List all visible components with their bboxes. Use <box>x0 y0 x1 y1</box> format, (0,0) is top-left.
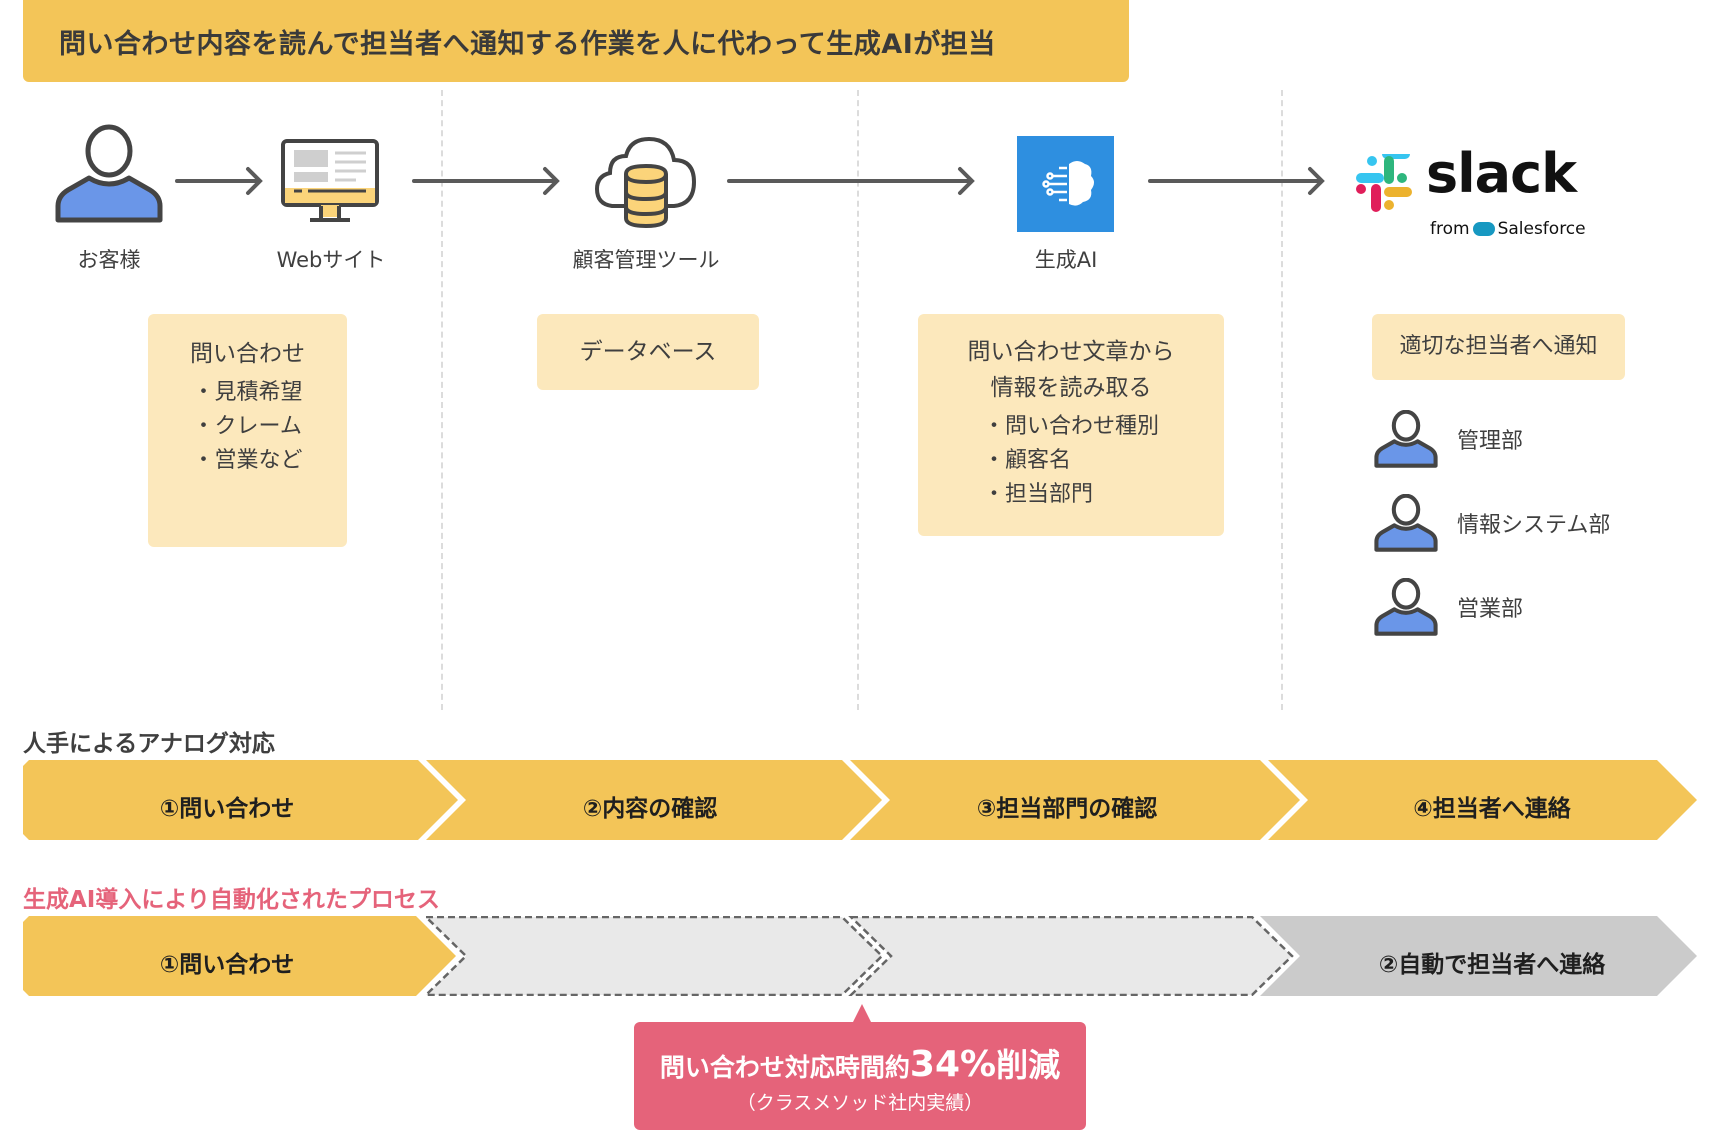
monitor-icon <box>281 139 379 222</box>
time-reduction-callout: 問い合わせ対応時間約34%削減 （クラスメソッド社内実績） <box>634 1022 1086 1130</box>
note-inquiry: 問い合わせ 見積希望 クレーム 営業など <box>148 314 347 547</box>
note-item: 担当部門 <box>983 478 1159 512</box>
department-item: 管理部 <box>1373 410 1523 468</box>
auto-step-label: ①問い合わせ <box>159 952 295 978</box>
column-divider <box>1281 90 1283 710</box>
node-label-ai: 生成AI <box>1034 248 1098 272</box>
salesforce-cloud-icon <box>1472 222 1495 236</box>
title-banner: 問い合わせ内容を読んで担当者へ通知する作業を人に代わって生成AIが担当 <box>23 0 1129 82</box>
callout-suffix: 削減 <box>996 1046 1061 1084</box>
arrow-icon <box>175 167 263 195</box>
note-list: 見積希望 クレーム 営業など <box>192 376 303 478</box>
department-item: 営業部 <box>1373 578 1523 636</box>
auto-step-skipped <box>848 916 1294 996</box>
manual-step-3 <box>850 760 1300 840</box>
manual-step-label: ①問い合わせ <box>159 796 295 822</box>
node-label-customer: お客様 <box>77 248 141 272</box>
column-divider <box>441 90 443 710</box>
note-head-line: 問い合わせ文章から <box>967 339 1175 365</box>
note-head: データベース <box>579 339 717 365</box>
node-label-crm: 顧客管理ツール <box>572 248 720 272</box>
note-head: 適切な担当者へ通知 <box>1399 334 1598 359</box>
manual-process-steps <box>23 760 1697 840</box>
person-icon <box>1374 410 1438 468</box>
department-item: 情報システム部 <box>1373 494 1610 552</box>
note-head-line: 情報を読み取る <box>990 375 1152 401</box>
automated-process-steps <box>23 916 1697 996</box>
slack-logo: slack from Salesforce <box>1354 142 1604 240</box>
column-divider <box>857 90 859 710</box>
note-item: 顧客名 <box>983 444 1159 478</box>
slack-wordmark: slack <box>1426 142 1577 205</box>
manual-step-1 <box>23 760 458 840</box>
auto-step-skipped <box>423 916 884 996</box>
arrow-icon <box>727 167 975 195</box>
manual-step-2 <box>426 760 882 840</box>
callout-note: （クラスメソッド社内実績） <box>736 1092 984 1114</box>
callout-prefix: 問い合わせ対応時間約 <box>659 1053 910 1082</box>
note-item: 問い合わせ種別 <box>983 410 1159 444</box>
node-label-website: Webサイト <box>276 248 386 272</box>
page-title: 問い合わせ内容を読んで担当者へ通知する作業を人に代わって生成AIが担当 <box>59 28 996 60</box>
arrow-icon <box>412 167 560 195</box>
note-ai: 問い合わせ文章から 情報を読み取る 問い合わせ種別 顧客名 担当部門 <box>918 314 1224 536</box>
note-notify: 適切な担当者へ通知 <box>1372 314 1625 380</box>
tagline-brand: Salesforce <box>1497 219 1586 239</box>
manual-step-label: ②内容の確認 <box>582 796 718 822</box>
department-name: 営業部 <box>1457 597 1524 622</box>
note-head: 問い合わせ <box>190 341 305 367</box>
callout-value: 34% <box>909 1044 997 1085</box>
callout-main: 問い合わせ対応時間約34%削減 <box>634 1040 1086 1086</box>
ai-brain-icon <box>1017 136 1114 232</box>
person-icon <box>1374 494 1438 552</box>
manual-step-4 <box>1268 760 1697 840</box>
salesforce-tagline: from Salesforce <box>1430 219 1586 239</box>
person-icon <box>55 124 163 223</box>
department-name: 情報システム部 <box>1457 513 1611 538</box>
note-item: 営業など <box>192 444 303 478</box>
flow-arrows <box>175 167 1325 195</box>
arrow-icon <box>1148 167 1325 195</box>
slack-hash-icon <box>1356 154 1412 212</box>
auto-step-2 <box>1260 916 1697 996</box>
automated-process-heading: 生成AI導入により自動化されたプロセス <box>23 887 440 913</box>
note-item: クレーム <box>192 410 302 444</box>
callout-pointer <box>853 1004 871 1022</box>
note-list: 問い合わせ種別 顧客名 担当部門 <box>983 410 1159 512</box>
cloud-database-icon <box>594 136 697 228</box>
manual-step-label: ③担当部門の確認 <box>976 796 1158 822</box>
manual-step-label: ④担当者へ連絡 <box>1413 796 1571 822</box>
note-database: データベース <box>537 314 759 390</box>
department-name: 管理部 <box>1457 429 1524 454</box>
auto-step-label: ②自動で担当者へ連絡 <box>1378 952 1606 978</box>
manual-process-heading: 人手によるアナログ対応 <box>23 731 275 757</box>
note-item: 見積希望 <box>192 376 303 410</box>
auto-step-1 <box>23 916 456 996</box>
tagline-from: from <box>1430 219 1470 239</box>
person-icon <box>1374 578 1438 636</box>
